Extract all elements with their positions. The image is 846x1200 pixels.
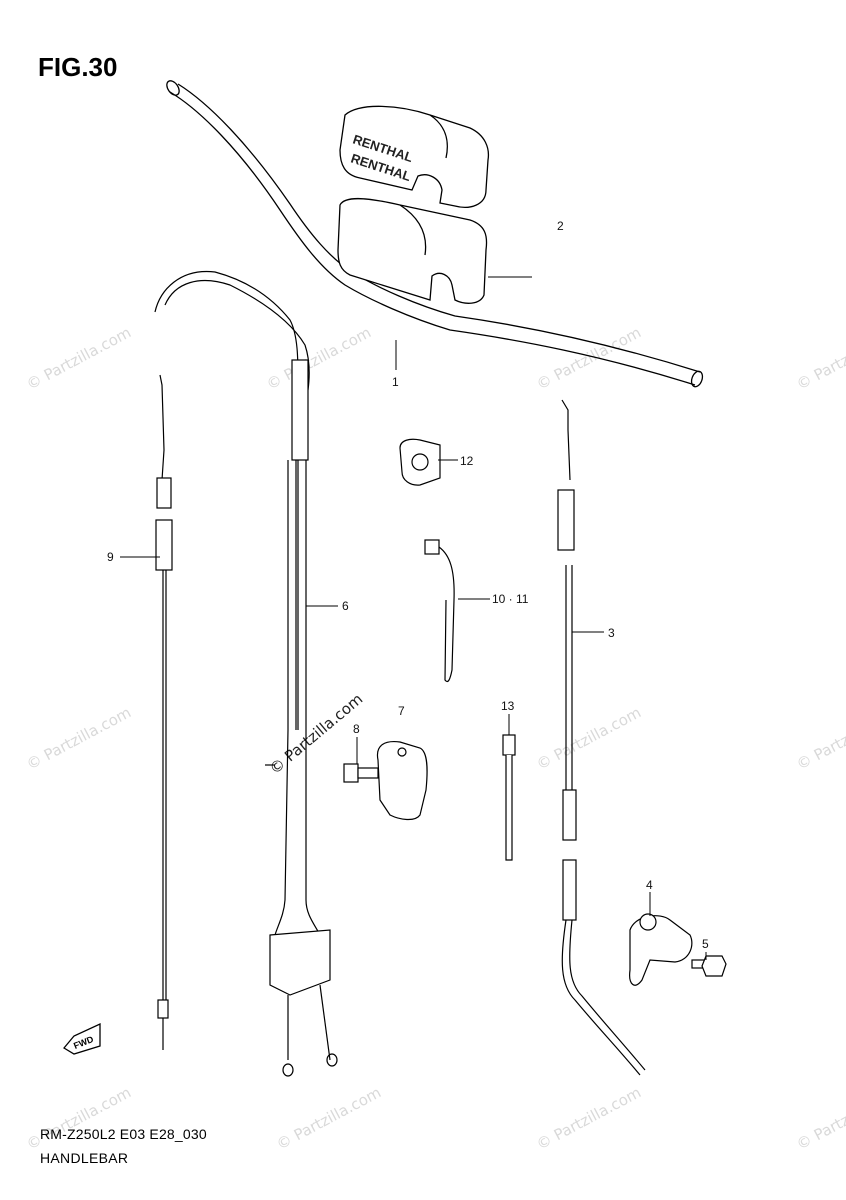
watermark: © Partzilla.com	[533, 323, 644, 393]
callout-3: 3	[608, 626, 615, 640]
watermark: © Partzilla.com	[793, 1083, 846, 1153]
bolt-part-5	[691, 955, 727, 977]
watermark: © Partzilla.com	[793, 703, 846, 773]
diagram-name: HANDLEBAR	[40, 1150, 129, 1166]
callouts: 1 2 3 4 5 6 7 8 9 10 · 11 12 13	[107, 219, 709, 951]
clutch-cable-part-3	[557, 399, 646, 1076]
bracket-part-7	[376, 740, 428, 821]
callout-7: 7	[398, 704, 405, 718]
watermark: © Partzilla.com	[23, 703, 134, 773]
callout-12: 12	[460, 454, 474, 468]
holder-part-4	[629, 913, 693, 986]
cable-tie-part-13	[502, 734, 516, 861]
callout-5: 5	[702, 937, 709, 951]
leader-lines	[120, 276, 707, 960]
watermark: © Partzilla.com	[793, 323, 846, 393]
throttle-cable-part-6	[154, 270, 338, 1077]
callout-4: 4	[646, 878, 653, 892]
callout-13: 13	[501, 699, 515, 713]
diagram-code: RM-Z250L2 E03 E28_030	[40, 1126, 207, 1142]
forward-arrow-icon: FWD	[63, 1022, 101, 1055]
callout-8: 8	[353, 722, 360, 736]
bar-pad-part-2	[337, 105, 490, 304]
watermark: © Partzilla.com	[263, 323, 374, 393]
callout-1: 1	[392, 375, 399, 389]
watermark: © Partzilla.com	[273, 1083, 384, 1153]
harness-part-10-11	[424, 539, 455, 683]
watermark: © Partzilla.com	[533, 703, 644, 773]
callout-2: 2	[557, 219, 564, 233]
figure-title: FIG.30	[38, 52, 118, 82]
hot-start-cable-part-9	[155, 374, 173, 1050]
watermark: © Partzilla.com	[533, 1083, 644, 1153]
watermark: © Partzilla.com	[23, 323, 134, 393]
bolt-part-8	[343, 763, 379, 783]
watermark: © Partzilla.com	[23, 1083, 134, 1153]
callout-9: 9	[107, 550, 114, 564]
clamp-part-12	[399, 438, 441, 486]
callout-10-11: 10 · 11	[492, 592, 529, 606]
callout-6: 6	[342, 599, 349, 613]
